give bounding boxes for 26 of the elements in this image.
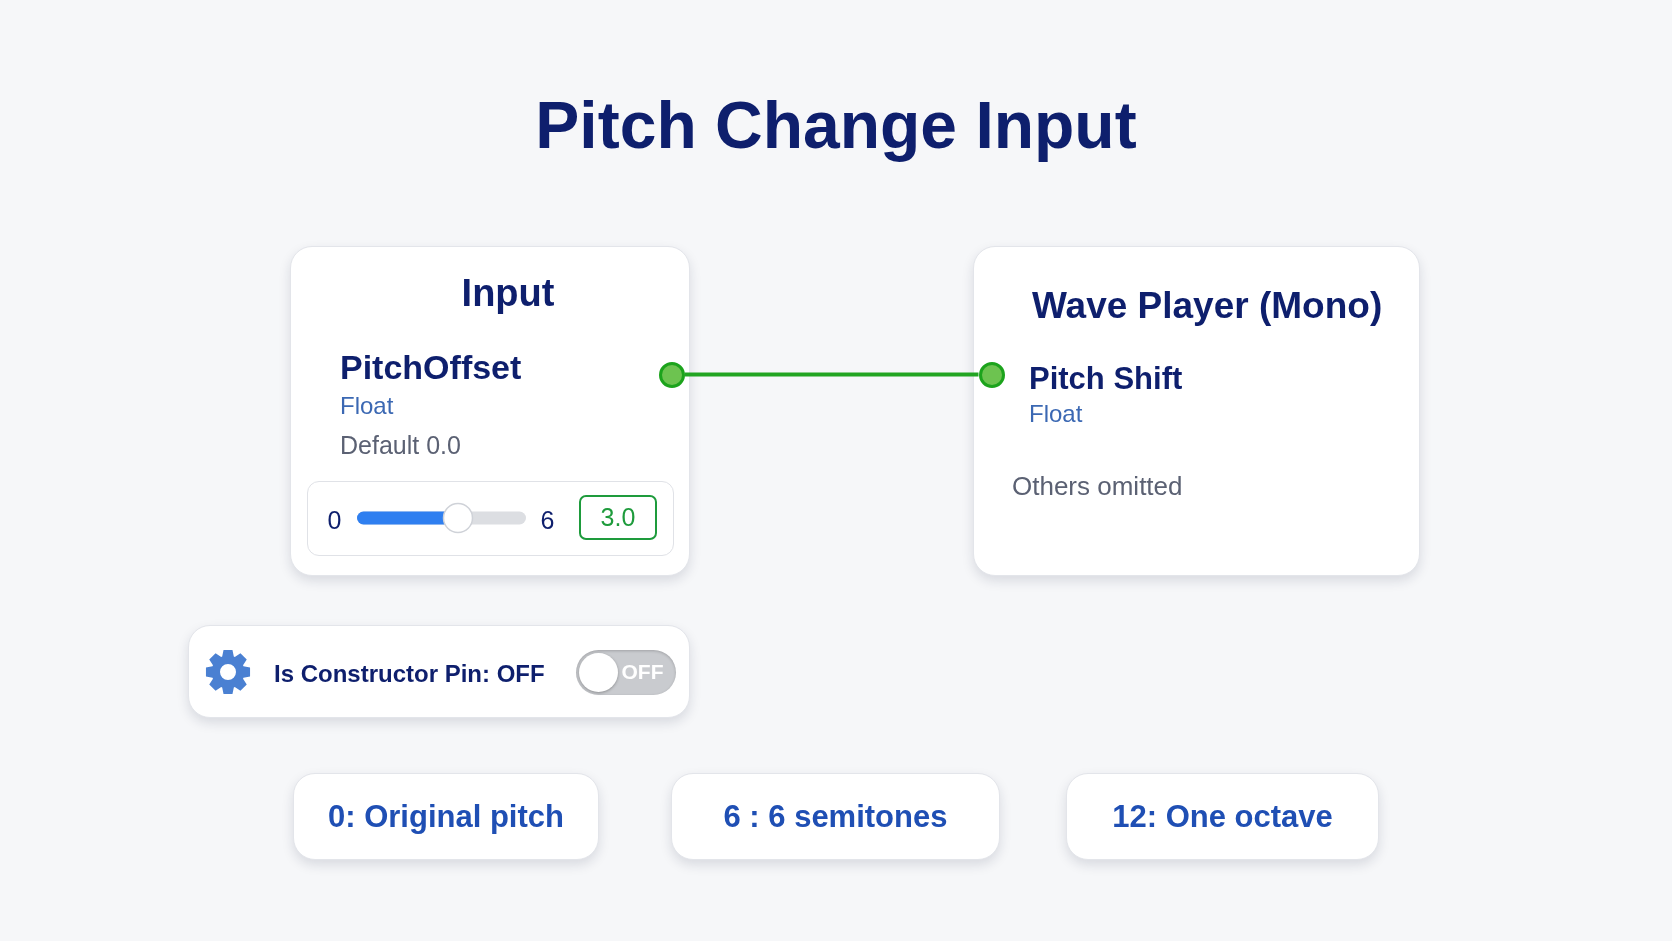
pitch-mapping-text: 0: Original pitch xyxy=(328,798,564,835)
card-title: Wave Player (Mono) xyxy=(1032,284,1383,328)
note-card xyxy=(671,773,1000,860)
node-card xyxy=(973,246,1420,576)
slider-panel xyxy=(306,480,674,556)
pin-dot xyxy=(978,361,1005,388)
pin-dot xyxy=(658,361,685,388)
range-min-label: 0 xyxy=(327,505,342,535)
setting-label: Is Constructor Pin: OFF xyxy=(274,659,545,688)
note-card xyxy=(293,773,599,860)
note-text: Others omitted xyxy=(1012,472,1183,502)
card-title: Input xyxy=(461,272,555,316)
pitch-mapping-text: 6 : 6 semitones xyxy=(723,798,948,835)
note-card xyxy=(1066,773,1379,860)
range-max-label: 6 xyxy=(540,505,555,535)
pitch-mapping-text: 12: One octave xyxy=(1112,798,1333,835)
value-field: 3.0 xyxy=(579,495,657,540)
pin-type: Float xyxy=(340,391,394,420)
pin-name: Pitch Shift xyxy=(1029,361,1183,398)
pin-name: PitchOffset xyxy=(340,347,522,387)
setting-panel xyxy=(188,625,690,718)
diagram-title: Pitch Change Input xyxy=(535,88,1137,165)
connector-line xyxy=(684,372,979,377)
default-value: Default 0.0 xyxy=(340,431,461,460)
pin-type: Float xyxy=(1029,399,1083,428)
node-card xyxy=(290,246,690,576)
